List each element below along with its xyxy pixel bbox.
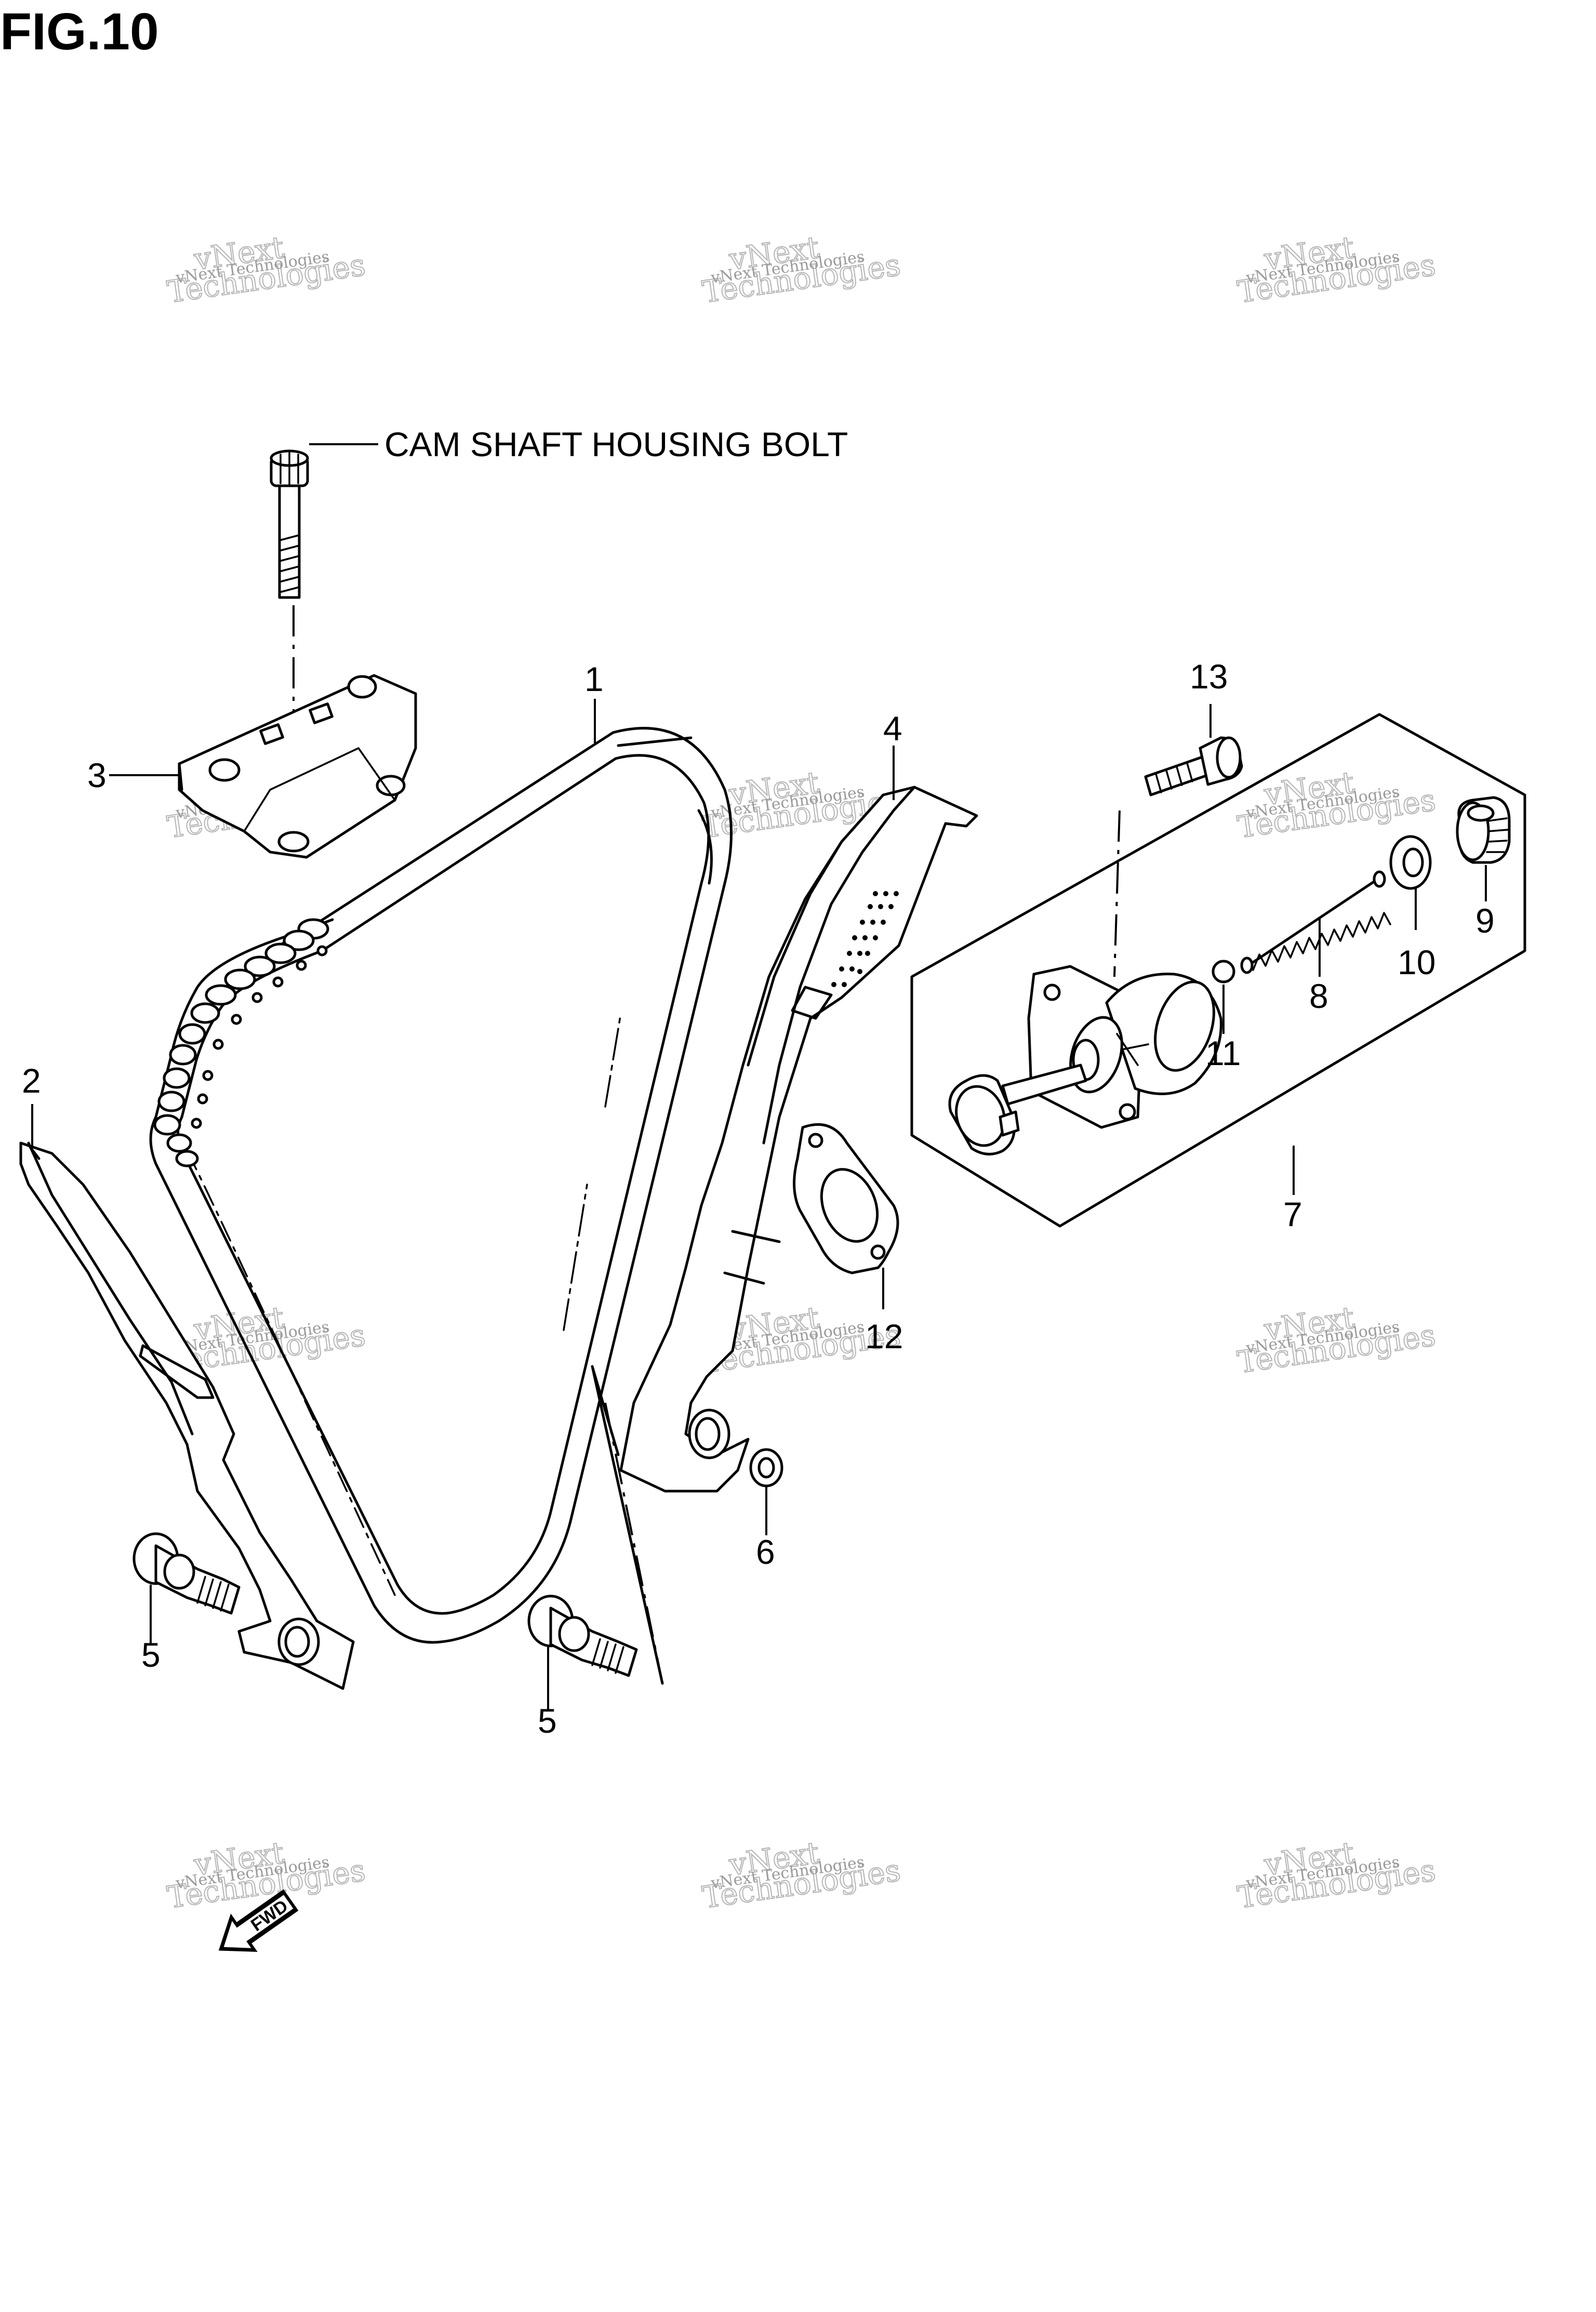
part-5-bolt-right	[527, 1595, 638, 1677]
callout-12: 12	[865, 1317, 903, 1356]
part-11-ball	[1212, 960, 1235, 984]
watermark: vNext Technologies vNext Technologies	[1235, 764, 1439, 845]
tensioner-body	[948, 965, 1222, 1155]
fwd-arrow-icon: FWD	[218, 1889, 299, 1952]
adjuster-holes	[831, 891, 899, 987]
watermark: vNext Technologies vNext Technologies	[700, 1835, 903, 1916]
part-10-washer	[1389, 835, 1432, 890]
part-5-bolt-left	[132, 1532, 241, 1615]
part-3-chain-guide-no3	[178, 674, 417, 859]
figure-title: FIG.10	[0, 3, 159, 61]
chain-links	[153, 918, 329, 1167]
callout-5a: 5	[141, 1636, 161, 1674]
callout-4: 4	[883, 709, 902, 748]
watermark: vNext Technologies vNext Technologies	[700, 229, 903, 310]
cam-shaft-housing-bolt	[270, 449, 309, 599]
part-7-tensioner-assembly-box: 7 13	[910, 657, 1526, 1233]
watermark: vNext Technologies vNext Technologies	[165, 229, 368, 310]
watermark: vNext Technologies vNext Technologies	[1235, 1299, 1439, 1380]
callout-7: 7	[1283, 1195, 1302, 1233]
callout-5b: 5	[538, 1702, 557, 1740]
callout-9: 9	[1475, 901, 1495, 940]
part-1-cam-chain	[149, 727, 733, 1644]
watermark: vNext Technologies vNext Technologies	[1235, 229, 1439, 310]
bolt-note-label: CAM SHAFT HOUSING BOLT	[384, 425, 848, 463]
callout-8: 8	[1309, 977, 1328, 1015]
part-12-gasket	[793, 1123, 899, 1274]
part-9-cap-bolt	[1456, 796, 1511, 864]
watermark: vNext Technologies vNext Technologies	[1235, 1835, 1439, 1916]
part-2-chain-guide	[19, 1141, 355, 1690]
callout-13: 13	[1190, 657, 1228, 696]
callout-10: 10	[1398, 943, 1435, 981]
part-4-chain-tension-adjuster	[619, 786, 978, 1493]
callout-11: 11	[1205, 1034, 1241, 1072]
reference-line	[604, 1402, 663, 1684]
part-6-washer	[749, 1448, 783, 1487]
callout-2: 2	[22, 1061, 41, 1100]
watermark: vNext Technologies vNext Technologies	[165, 1835, 368, 1916]
watermark-grid: vNext Technologies vNext Technologies vN…	[165, 229, 1439, 1916]
assembly-axis	[1113, 810, 1121, 977]
callout-1: 1	[584, 660, 604, 698]
part-13-bolt	[1144, 736, 1243, 796]
callout-6: 6	[756, 1533, 775, 1571]
part-8-spring	[1240, 870, 1391, 974]
callout-3: 3	[87, 756, 107, 794]
